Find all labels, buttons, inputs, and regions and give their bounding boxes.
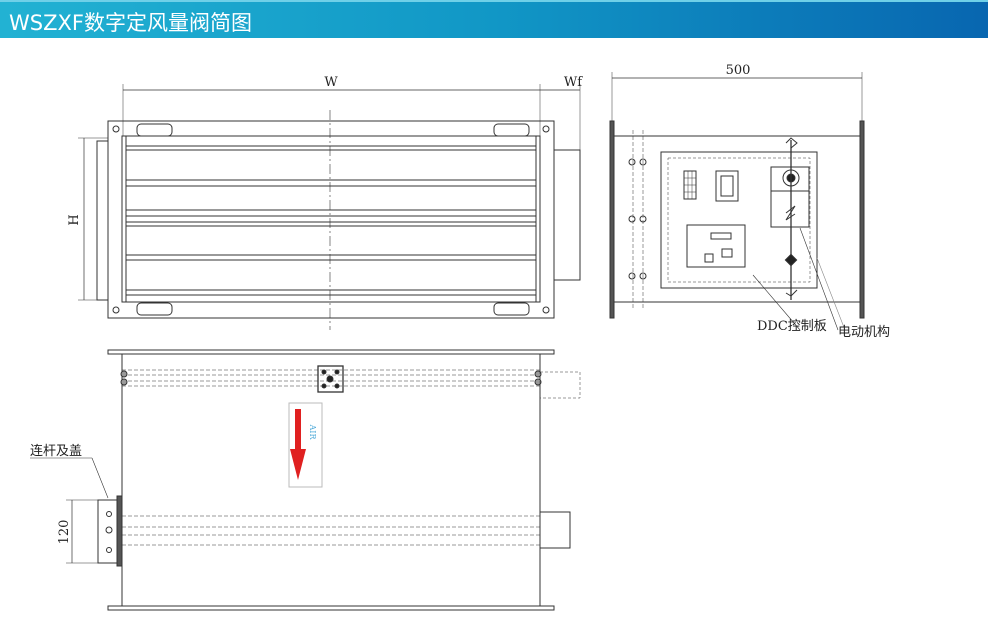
front-view: W Wf H	[67, 75, 583, 330]
linkage-cover-label: 连杆及盖	[30, 443, 82, 459]
linkage-dimension: 120	[57, 520, 72, 545]
airflow-arrow-icon	[290, 449, 306, 480]
title-banner: WSZXF数字定风量阀简图	[0, 0, 988, 38]
ddc-controller-label: DDC控制板	[757, 319, 827, 334]
actuator-label: 电动机构	[838, 325, 890, 340]
height-label: H	[67, 214, 82, 225]
flange-width-label: Wf	[564, 75, 583, 90]
side-view: 500 DDC控制板 电动机构	[609, 63, 890, 340]
depth-dimension: 500	[726, 63, 751, 78]
bottom-view: AIR 120 连杆及盖	[30, 349, 581, 611]
airflow-arrow-shaft	[295, 409, 301, 449]
width-label: W	[324, 75, 338, 90]
air-label: AIR	[308, 424, 317, 441]
page-title: WSZXF数字定风量阀简图	[9, 11, 252, 35]
